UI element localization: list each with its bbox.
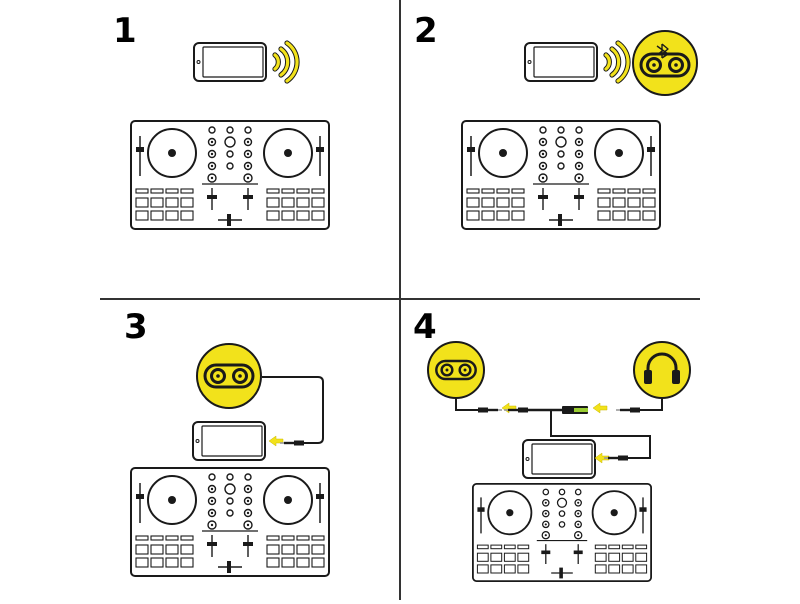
speaker-bubble-4 [427,341,485,399]
step-number-1: 1 [113,11,137,51]
speaker-bubble-3 [196,343,262,409]
panel-3-illustration [130,343,330,577]
smartphone-3 [192,421,266,461]
step-number-4: 4 [413,307,437,347]
panel-2-illustration [461,30,698,230]
step-number-2: 2 [414,11,438,51]
audio-cable-3 [262,376,324,444]
dj-controller-1 [130,120,330,230]
dj-controller-3 [130,467,330,577]
speaker-bubble-2 [632,30,698,96]
arrow-left-icon [268,435,284,447]
step-number-3: 3 [124,307,148,347]
panel-1-illustration [130,42,330,230]
splitter-cable-down [550,410,651,459]
panel-4-illustration [427,341,691,582]
dj-controller-4 [471,482,653,582]
arrow-left-icon [501,402,517,414]
arrow-left-icon [592,402,608,414]
jack-plug-3 [280,440,304,446]
dj-controller-2 [461,120,661,230]
smartphone-2 [524,42,598,82]
bluetooth-icon [656,43,669,59]
smartphone-4 [522,439,596,479]
headphones-bubble-4 [633,341,691,399]
jack-plug-headphones [616,407,640,413]
jack-plug-speaker [478,407,502,413]
smartphone-1 [193,42,267,82]
